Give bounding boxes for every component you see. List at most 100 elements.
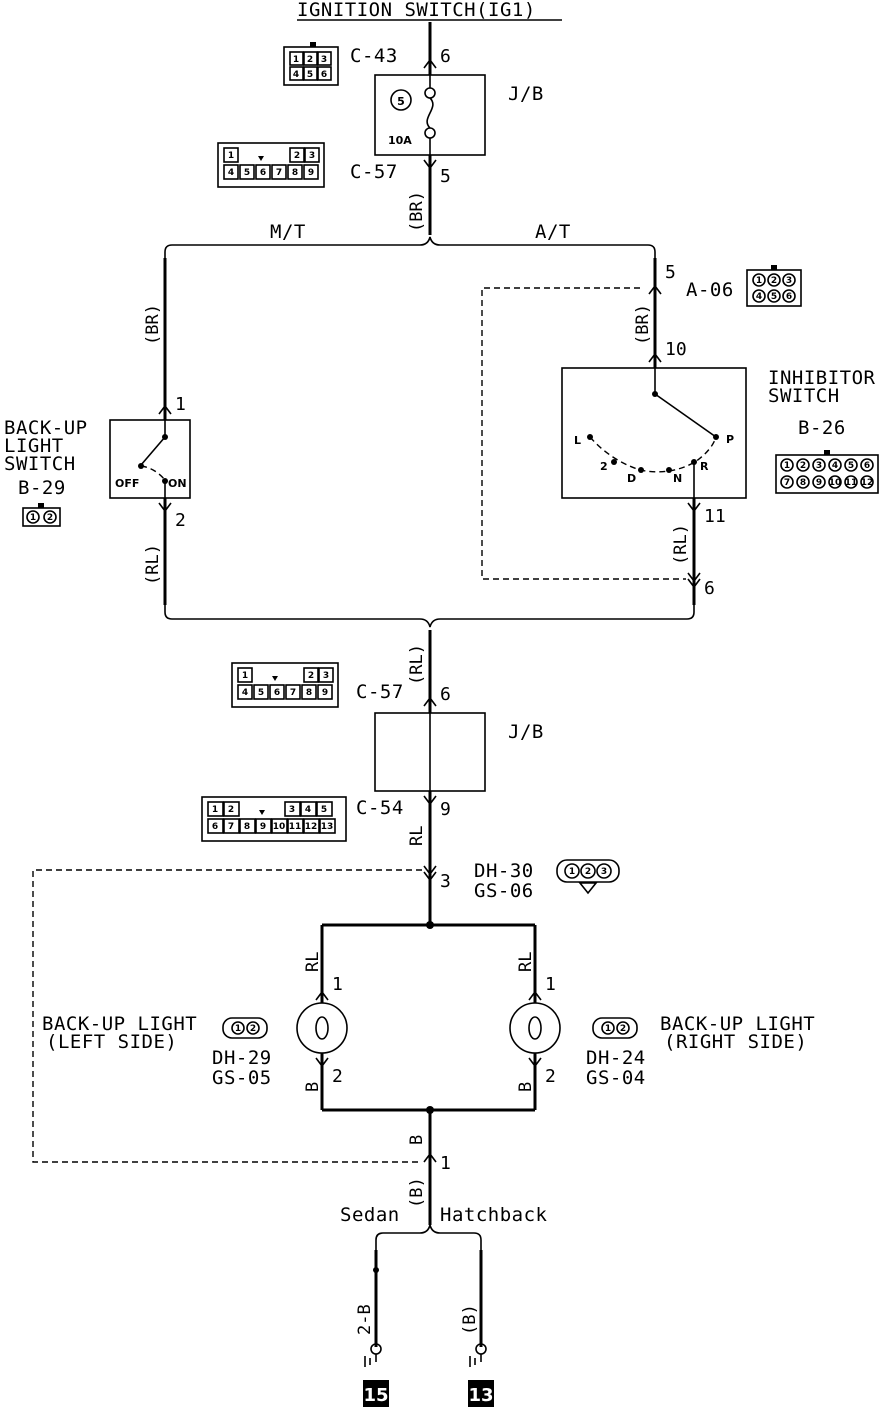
svg-text:1: 1 [235,1024,241,1034]
pos-2: 2 [600,460,608,473]
svg-text:6: 6 [260,168,266,178]
arrow-at-6 [687,578,701,589]
svg-text:4: 4 [756,292,762,302]
pos-p: P [726,433,734,446]
label-gs04: GS-04 [586,1067,646,1089]
svg-text:9: 9 [308,168,314,178]
wire-color-rl-mid: (RL) [407,644,427,685]
svg-text:4: 4 [832,461,838,471]
svg-text:8: 8 [292,168,298,178]
arrow-inhibitor-11 [687,502,701,513]
wire-color-b-right-lamp: B [516,1082,536,1092]
fuse-rating: 10A [388,134,412,147]
svg-text:3: 3 [289,805,295,815]
label-left-light-1: BACK-UP LIGHT [42,1013,197,1035]
ground-num-15: 15 [363,1385,388,1406]
svg-text:4: 4 [305,805,311,815]
label-c57-mid: C-57 [356,681,404,703]
svg-text:3: 3 [323,671,329,681]
svg-text:6: 6 [212,822,218,832]
arrow-ground-1 [423,1152,437,1163]
svg-text:5: 5 [321,805,327,815]
svg-text:2: 2 [620,1024,626,1034]
label-at: A/T [535,221,571,243]
label-gs05: GS-05 [212,1067,272,1089]
inhibitor-switch-box [561,367,747,499]
right-lamp-bulb [509,1002,561,1054]
pin-dh30-3: 3 [440,871,451,892]
wire-color-2b: 2-B [355,1304,375,1335]
svg-text:3: 3 [816,461,822,471]
pin-inhibitor-10: 10 [665,339,687,360]
wire-color-rl-right: (RL) [671,524,691,565]
svg-text:2: 2 [800,461,806,471]
svg-text:8: 8 [800,478,806,488]
pin-c43-6: 6 [440,46,451,67]
inhibitor-blade [654,393,717,438]
label-backup-switch-3: SWITCH [4,453,76,475]
svg-text:1: 1 [242,671,248,681]
arrow-left-lamp-1 [315,990,329,1001]
label-jb-top: J/B [508,83,544,105]
pin-ground-1: 1 [440,1153,451,1174]
svg-text:1: 1 [756,276,762,286]
backup-light-switch-box [109,419,191,499]
svg-text:1: 1 [605,1024,611,1034]
label-a06: A-06 [686,279,734,301]
svg-text:3: 3 [601,867,607,877]
dashed-connector-ground [32,869,422,1163]
wire-color-br-main: (BR) [407,191,427,232]
svg-text:7: 7 [276,168,282,178]
svg-text:2: 2 [585,867,591,877]
label-dh30: DH-30 [474,860,534,882]
pin-a06-5: 5 [665,262,676,283]
wire-color-b-hatch: (B) [460,1304,480,1335]
svg-text:3: 3 [786,276,792,286]
svg-text:2: 2 [308,671,314,681]
label-dh29: DH-29 [212,1047,272,1069]
pin-right-lamp-2: 2 [545,1066,556,1087]
left-lamp-bulb [296,1002,348,1054]
arrow-inhibitor-10 [648,352,662,363]
svg-text:5: 5 [848,461,854,471]
inhibitor-arc [589,436,717,473]
label-backup-switch-1: BACK-UP [4,417,88,439]
pos-r: R [700,460,709,473]
arrow-right-lamp-2 [528,1057,542,1068]
svg-text:2: 2 [250,1024,256,1034]
pin-backup-switch-1: 1 [175,394,186,415]
svg-text:11: 11 [289,822,302,832]
svg-text:5: 5 [244,168,250,178]
pin-at-6: 6 [704,578,715,599]
svg-text:7: 7 [290,688,296,698]
arrow-left-lamp-2 [315,1057,329,1068]
label-b29: B-29 [18,477,66,499]
wire-color-rl-right-lamp: RL [516,952,536,972]
arrow-a06 [648,284,662,295]
svg-text:5: 5 [307,70,313,80]
wire-color-rl-left: (RL) [143,544,163,585]
fuse-number: 5 [397,95,405,108]
switch-off: OFF [115,477,139,490]
pin-inhibitor-11: 11 [704,506,726,527]
dashed-connector-a06 [481,287,686,580]
arrow-c54 [423,795,437,806]
svg-text:3: 3 [309,151,315,161]
wire-color-br-left: (BR) [143,304,163,345]
svg-text:1: 1 [212,805,218,815]
arrow-backup-switch-2 [158,502,172,513]
svg-text:2: 2 [294,151,300,161]
svg-text:3: 3 [321,55,327,65]
label-hatchback: Hatchback [440,1204,548,1226]
label-b26: B-26 [798,417,846,439]
brace-join [164,605,695,628]
svg-text:8: 8 [244,822,250,832]
ground-num-13: 13 [468,1385,493,1406]
svg-text:12: 12 [861,478,874,488]
